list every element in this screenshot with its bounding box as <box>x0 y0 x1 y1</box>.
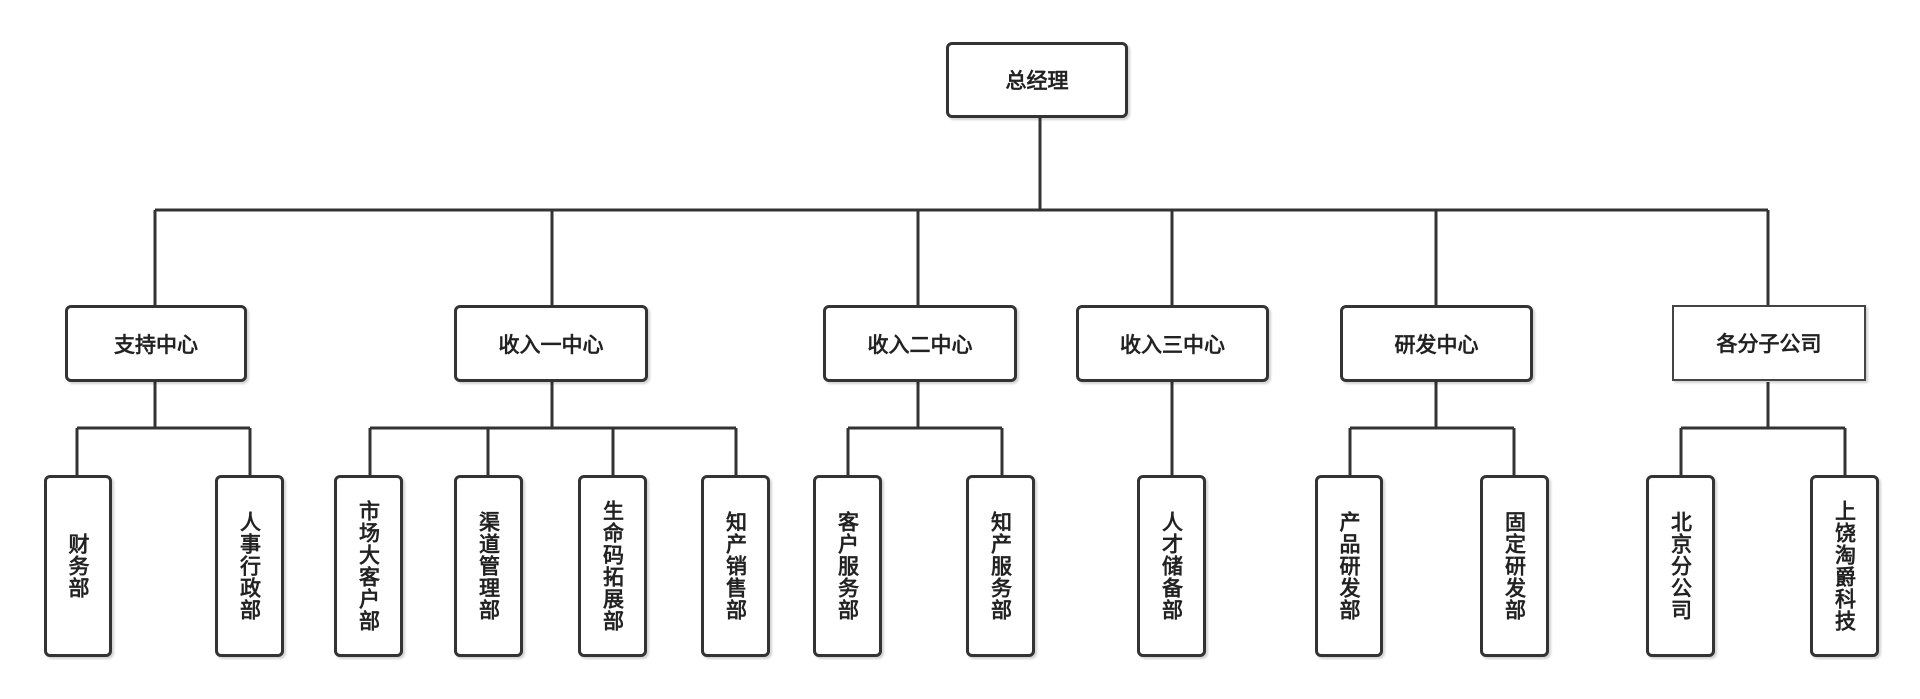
node-label: 研发中心 <box>1394 332 1479 357</box>
node-label: 上饶淘爵科技 <box>1832 500 1857 632</box>
node-shangrao-taojue-tech: 上饶淘爵科技 <box>1810 475 1879 657</box>
node-label: 北京分公司 <box>1668 511 1693 621</box>
node-label: 产品研发部 <box>1337 511 1361 621</box>
node-rnd-center: 研发中心 <box>1340 305 1533 382</box>
node-label: 收入一中心 <box>498 332 604 357</box>
node-channel-dept: 渠道管理部 <box>454 475 523 657</box>
node-finance-dept: 财务部 <box>44 475 112 657</box>
node-label: 收入二中心 <box>867 332 973 357</box>
node-income-center-2: 收入二中心 <box>823 305 1017 382</box>
node-support-center: 支持中心 <box>65 305 247 382</box>
node-label: 渠道管理部 <box>476 511 501 621</box>
node-label: 知产销售部 <box>723 511 748 621</box>
node-general-manager: 总经理 <box>946 42 1128 118</box>
node-income-center-3: 收入三中心 <box>1076 305 1269 382</box>
node-label: 总经理 <box>1005 69 1069 93</box>
node-label: 知产服务部 <box>988 511 1013 621</box>
node-income-center-1: 收入一中心 <box>454 305 648 382</box>
node-label: 生命码拓展部 <box>600 500 625 632</box>
node-label: 收入三中心 <box>1120 332 1225 357</box>
node-beijing-branch: 北京分公司 <box>1646 475 1715 657</box>
node-ip-service-dept: 知产服务部 <box>966 475 1035 657</box>
node-label: 固定研发部 <box>1502 511 1527 621</box>
node-fixed-rnd-dept: 固定研发部 <box>1480 475 1549 657</box>
node-branches: 各分子公司 <box>1672 305 1866 381</box>
node-product-rnd-dept: 产品研发部 <box>1315 475 1383 657</box>
node-label: 支持中心 <box>114 332 198 357</box>
node-label: 人才储备部 <box>1159 511 1184 621</box>
node-label: 客户服务部 <box>835 511 860 621</box>
node-label: 各分子公司 <box>1716 332 1822 356</box>
node-label: 财务部 <box>66 533 90 599</box>
node-label: 市场大客户部 <box>356 500 381 632</box>
node-talent-reserve-dept: 人才储备部 <box>1137 475 1206 657</box>
node-lifecode-expansion-dept: 生命码拓展部 <box>578 475 647 657</box>
node-hr-admin-dept: 人事行政部 <box>215 475 284 657</box>
node-ip-sales-dept: 知产销售部 <box>701 475 770 657</box>
node-customer-service-dept: 客户服务部 <box>813 475 882 657</box>
node-key-account-dept: 市场大客户部 <box>334 475 403 657</box>
node-label: 人事行政部 <box>237 511 262 621</box>
